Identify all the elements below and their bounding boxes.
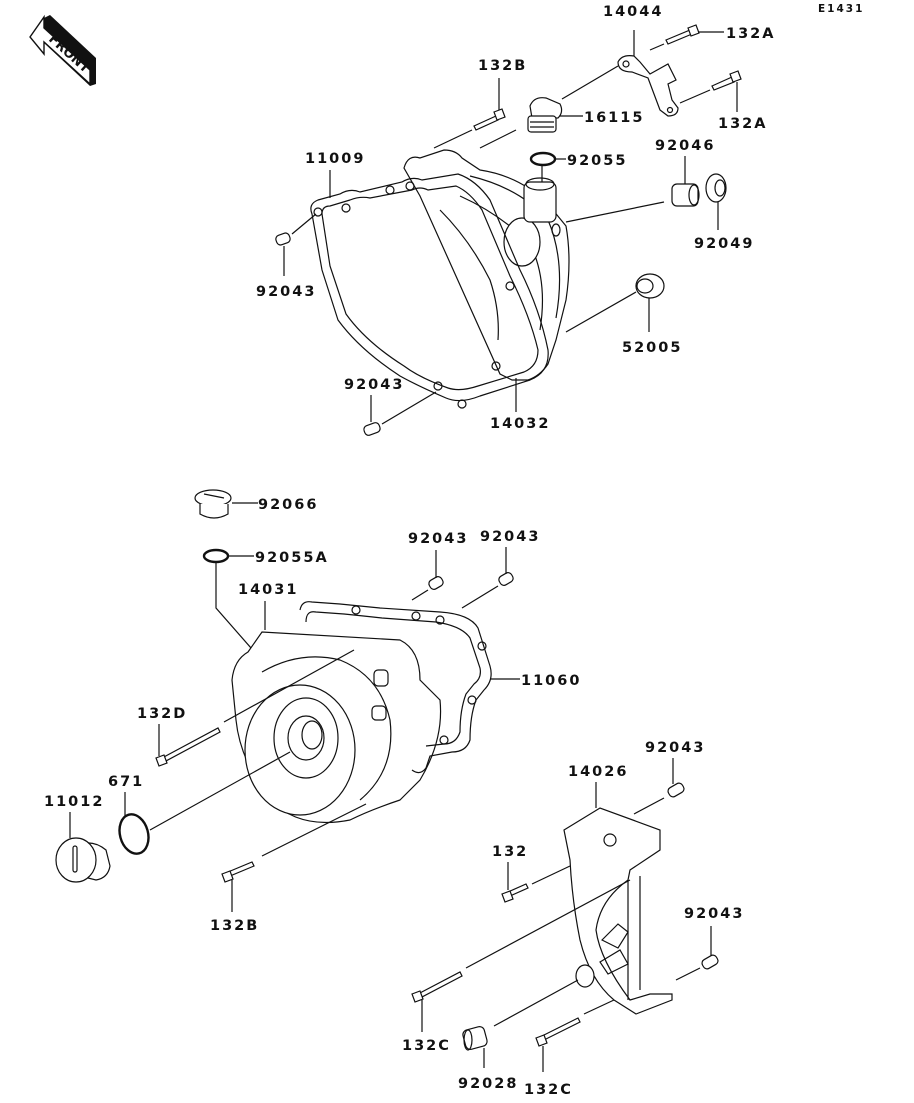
dowel-92043-upper-bottom [363, 422, 381, 436]
callout-92043-1[interactable]: 92043 [256, 284, 316, 300]
bolt-132A-lower [711, 70, 742, 91]
diagram-code: E1431 [818, 3, 864, 15]
callout-132A-2[interactable]: 132A [718, 116, 768, 132]
o-ring-92055 [529, 151, 557, 167]
callout-92055[interactable]: 92055 [567, 153, 627, 169]
callout-92043-4[interactable]: 92043 [480, 529, 540, 545]
callout-92046[interactable]: 92046 [655, 138, 715, 154]
callout-11009[interactable]: 11009 [305, 151, 365, 167]
o-ring-671 [118, 813, 150, 855]
callout-132C-2[interactable]: 132C [524, 1082, 573, 1098]
callout-14032[interactable]: 14032 [490, 416, 550, 432]
callout-92049[interactable]: 92049 [694, 236, 754, 252]
needle-bearing-92046 [671, 183, 700, 207]
callout-92028[interactable]: 92028 [458, 1076, 518, 1092]
bolt-132A-upper [665, 24, 700, 45]
callout-92043-5[interactable]: 92043 [645, 740, 705, 756]
callout-11060[interactable]: 11060 [521, 673, 581, 689]
dowel-92043-bracket-right [701, 954, 719, 970]
callout-132B-1[interactable]: 132B [478, 58, 527, 74]
callout-92043-3[interactable]: 92043 [408, 531, 468, 547]
bolt-132B-upper [473, 108, 506, 131]
callout-92043-6[interactable]: 92043 [684, 906, 744, 922]
callout-132B-2[interactable]: 132B [210, 918, 259, 934]
callout-132A-1[interactable]: 132A [726, 26, 776, 42]
callout-132C-1[interactable]: 132C [402, 1038, 451, 1054]
o-ring-92055A [202, 548, 230, 564]
bolt-132C-short [535, 1017, 581, 1047]
callout-132D[interactable]: 132D [137, 706, 187, 722]
callout-11012[interactable]: 11012 [44, 794, 104, 810]
plug-11012 [55, 837, 111, 883]
collar-92028 [462, 1026, 488, 1051]
dowel-92043-upper-left [275, 232, 291, 246]
dowel-92043-lower-2 [498, 572, 514, 586]
callout-52005[interactable]: 52005 [622, 340, 682, 356]
callout-671[interactable]: 671 [108, 774, 144, 790]
callout-14044[interactable]: 14044 [603, 4, 663, 20]
seal-52005 [635, 273, 665, 299]
callout-92043-2[interactable]: 92043 [344, 377, 404, 393]
callout-92055A[interactable]: 92055A [255, 550, 329, 566]
bracket-14044 [617, 55, 679, 117]
bracket-14026 [563, 807, 673, 1015]
bolt-132C-long [411, 971, 463, 1003]
callout-16115[interactable]: 16115 [584, 110, 644, 126]
bolt-132B-lower [221, 861, 255, 883]
generator-cover-14031 [231, 631, 442, 824]
oil-filler-cap-16115 [527, 97, 563, 133]
callout-14031[interactable]: 14031 [238, 582, 298, 598]
dowel-92043-lower-1 [428, 576, 444, 590]
front-arrow-icon: FRONT [29, 14, 96, 86]
seal-92049 [705, 173, 727, 203]
clutch-cover-14032 [403, 149, 570, 381]
plug-92066 [194, 489, 232, 519]
gasket-11009 [310, 173, 549, 409]
dowel-92043-bracket-top [667, 782, 685, 798]
callout-92066[interactable]: 92066 [258, 497, 318, 513]
callout-14026[interactable]: 14026 [568, 764, 628, 780]
bolt-132 [501, 883, 529, 903]
bolt-132D [155, 727, 221, 767]
callout-132[interactable]: 132 [492, 844, 528, 860]
